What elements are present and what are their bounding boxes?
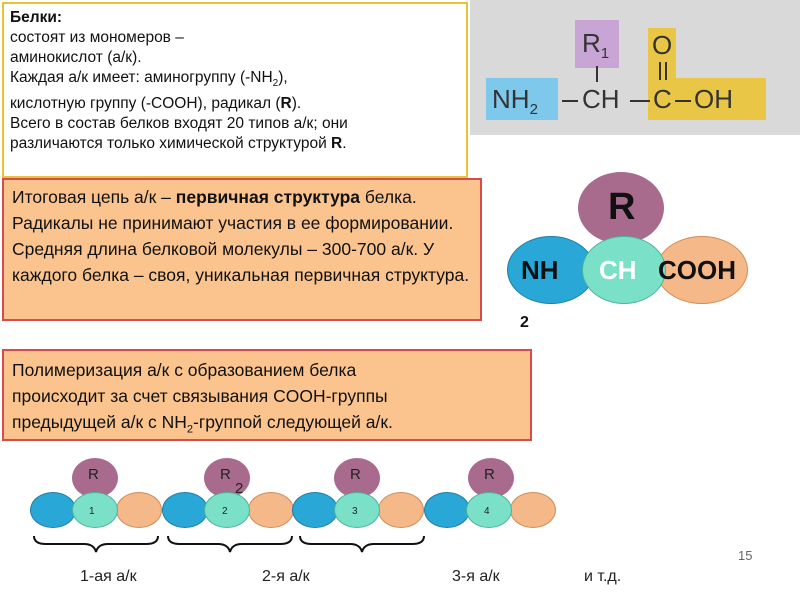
intro-line-2: аминокислот (а/к).: [10, 49, 142, 66]
chain-r-label-1: R: [88, 466, 99, 483]
primary-structure-text-2: белка. Радикалы не принимают участия в е…: [12, 187, 470, 285]
brace-1: [33, 535, 159, 553]
primary-structure-term: первичная структура: [175, 187, 360, 207]
chain-cooh-2: [248, 492, 294, 528]
chain-number-1: 1: [89, 506, 95, 517]
polymerization-line-1: Полимеризация а/к с образованием белка: [12, 360, 357, 380]
nh-ellipse: [507, 236, 595, 304]
bond-vertical-r: [596, 66, 598, 82]
chain-radical-4: [468, 458, 514, 498]
chain-number-2: 2: [222, 506, 228, 517]
chain-r-label-3: R: [350, 466, 361, 483]
intro-title: Белки:: [10, 9, 63, 26]
primary-structure-box: Итоговая цепь а/к – первичная структура …: [2, 178, 482, 321]
chain-ch-1: [72, 492, 118, 528]
chain-radical-3: [334, 458, 380, 498]
bond-c-oh: [675, 100, 691, 102]
brace-2: [167, 535, 293, 553]
ch-label: CH: [582, 84, 620, 114]
intro-line-6: различаются только химической структурой…: [10, 135, 347, 153]
diagram-cooh-label: COOH: [658, 255, 736, 285]
carboxyl-group-highlight-base: [648, 78, 766, 120]
intro-line-5: Всего в состав белков входят 20 типов а/…: [10, 115, 348, 133]
nh2-label: NH2: [492, 84, 538, 119]
chain-r-label-2: R: [220, 466, 231, 483]
r1-label: R1: [582, 28, 610, 63]
intro-box: Белки: состоят из мономеров – аминокисло…: [2, 2, 468, 178]
chain-ch-4: [466, 492, 512, 528]
bond-ch-c: [630, 100, 650, 102]
brace-3: [299, 535, 425, 553]
page-number: 15: [738, 548, 753, 563]
chain-number-3: 3: [352, 506, 358, 517]
diagram-nh-label: NH: [521, 255, 559, 285]
primary-structure-text-1: Итоговая цепь а/к –: [12, 187, 176, 207]
residue-braces: [33, 535, 425, 553]
polymerization-line-3: предыдущей а/к с NH2-группой следующей а…: [12, 412, 393, 436]
double-bond-1: [659, 62, 661, 80]
caption-1: 1-ая а/к: [80, 568, 137, 585]
chain-nh-2: [162, 492, 208, 528]
radical-ellipse: [578, 172, 664, 244]
chain-nh-3: [292, 492, 338, 528]
chain-ch-3: [334, 492, 380, 528]
carboxyl-group-highlight: [648, 28, 676, 80]
amino-acid-formula: R1 O NH2 CH C OH: [470, 0, 800, 135]
radical-highlight: [575, 20, 619, 68]
chain-cooh-3: [378, 492, 424, 528]
diagram-ch-label: CH: [599, 255, 637, 285]
ch-ellipse: [582, 236, 666, 304]
double-bond-2: [665, 62, 667, 80]
chain-nh-4: [424, 492, 470, 528]
diagram-r-label: R: [608, 186, 636, 228]
chain-r2-subscript: 2: [235, 480, 244, 497]
diagram-subscript-2: 2: [520, 314, 529, 331]
intro-line-1: состоят из мономеров –: [10, 29, 184, 46]
caption-3: 3-я а/к: [452, 568, 500, 585]
chain-r-label-4: R: [484, 466, 495, 483]
c-label: C: [653, 84, 672, 114]
polymerization-line-2: происходит за счет связывания COOH-групп…: [12, 386, 388, 406]
intro-line-3: Каждая а/к имеет: аминогруппу (-NH2),: [10, 69, 288, 90]
polymerization-box: Полимеризация а/к с образованием белка п…: [2, 349, 532, 441]
chain-radical-2: [204, 458, 250, 498]
intro-line-4: кислотную группу (-COOH), радикал (R).: [10, 95, 302, 113]
caption-2: 2-я а/к: [262, 568, 310, 585]
caption-etc: и т.д.: [584, 568, 622, 585]
chain-number-4: 4: [484, 506, 490, 517]
chain-cooh-4: [510, 492, 556, 528]
bond-nh2-ch: [562, 100, 578, 102]
oxygen-label: O: [652, 30, 673, 60]
chain-radical-1: [72, 458, 118, 498]
amino-group-highlight: [486, 78, 558, 120]
chain-nh-1: [30, 492, 76, 528]
chain-cooh-1: [116, 492, 162, 528]
oh-label: OH: [694, 84, 733, 114]
chain-ch-2: [204, 492, 250, 528]
